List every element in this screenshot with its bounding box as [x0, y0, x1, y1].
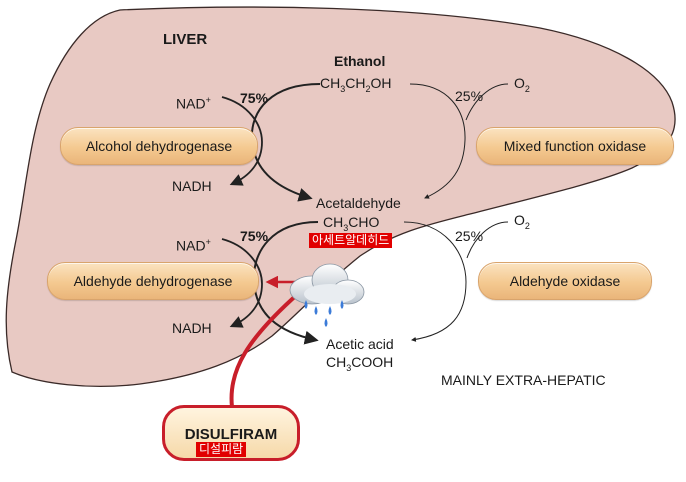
percent-75-aldh: 75%	[240, 228, 269, 244]
nadh-label-1: NADH	[172, 178, 212, 194]
o2-input-line-1	[465, 83, 509, 121]
aldehyde-oxidase-arrow	[403, 221, 467, 342]
ethanol-name: Ethanol	[334, 53, 386, 69]
o2-label-1: O2	[514, 75, 530, 94]
nad-plus-label-2: NAD+	[176, 237, 211, 254]
nad-to-nadh-arrow-2	[221, 238, 263, 328]
meos-arrow	[409, 83, 466, 199]
percent-75-adh: 75%	[240, 90, 269, 106]
disulfiram-inhibition-line	[229, 290, 302, 409]
acetaldehyde-korean-label: 아세트알데히드	[309, 233, 393, 248]
aldehyde-oxidase-pill: Aldehyde oxidase	[478, 262, 652, 300]
acetic-acid-formula: CH3COOH	[326, 354, 394, 373]
percent-25-aldehyde-oxidase: 25%	[455, 228, 484, 244]
acetic-acid-name: Acetic acid	[326, 336, 394, 352]
rain-cloud-icon	[289, 263, 365, 327]
disulfiram-label: DISULFIRAM	[184, 426, 278, 443]
percent-25-meos: 25%	[455, 88, 484, 104]
nad-to-nadh-arrow-1	[221, 96, 263, 186]
aldehyde-dehydrogenase-pill: Aldehyde dehydrogenase	[47, 262, 259, 300]
liver-label: LIVER	[163, 31, 208, 48]
acetaldehyde-formula: CH3CHO	[323, 214, 380, 233]
disulfiram-korean-label: 디설피람	[196, 442, 247, 457]
ethanol-formula: CH3CH2OH	[320, 75, 392, 94]
o2-input-line-2	[466, 221, 509, 259]
alcohol-dehydrogenase-pill: Alcohol dehydrogenase	[60, 127, 258, 165]
nad-plus-label-1: NAD+	[176, 95, 211, 112]
nadh-label-2: NADH	[172, 320, 212, 336]
o2-label-2: O2	[514, 212, 530, 231]
extra-hepatic-note: MAINLY EXTRA-HEPATIC	[441, 372, 606, 388]
mixed-function-oxidase-pill: Mixed function oxidase	[476, 127, 674, 165]
acetaldehyde-name: Acetaldehyde	[316, 195, 401, 211]
